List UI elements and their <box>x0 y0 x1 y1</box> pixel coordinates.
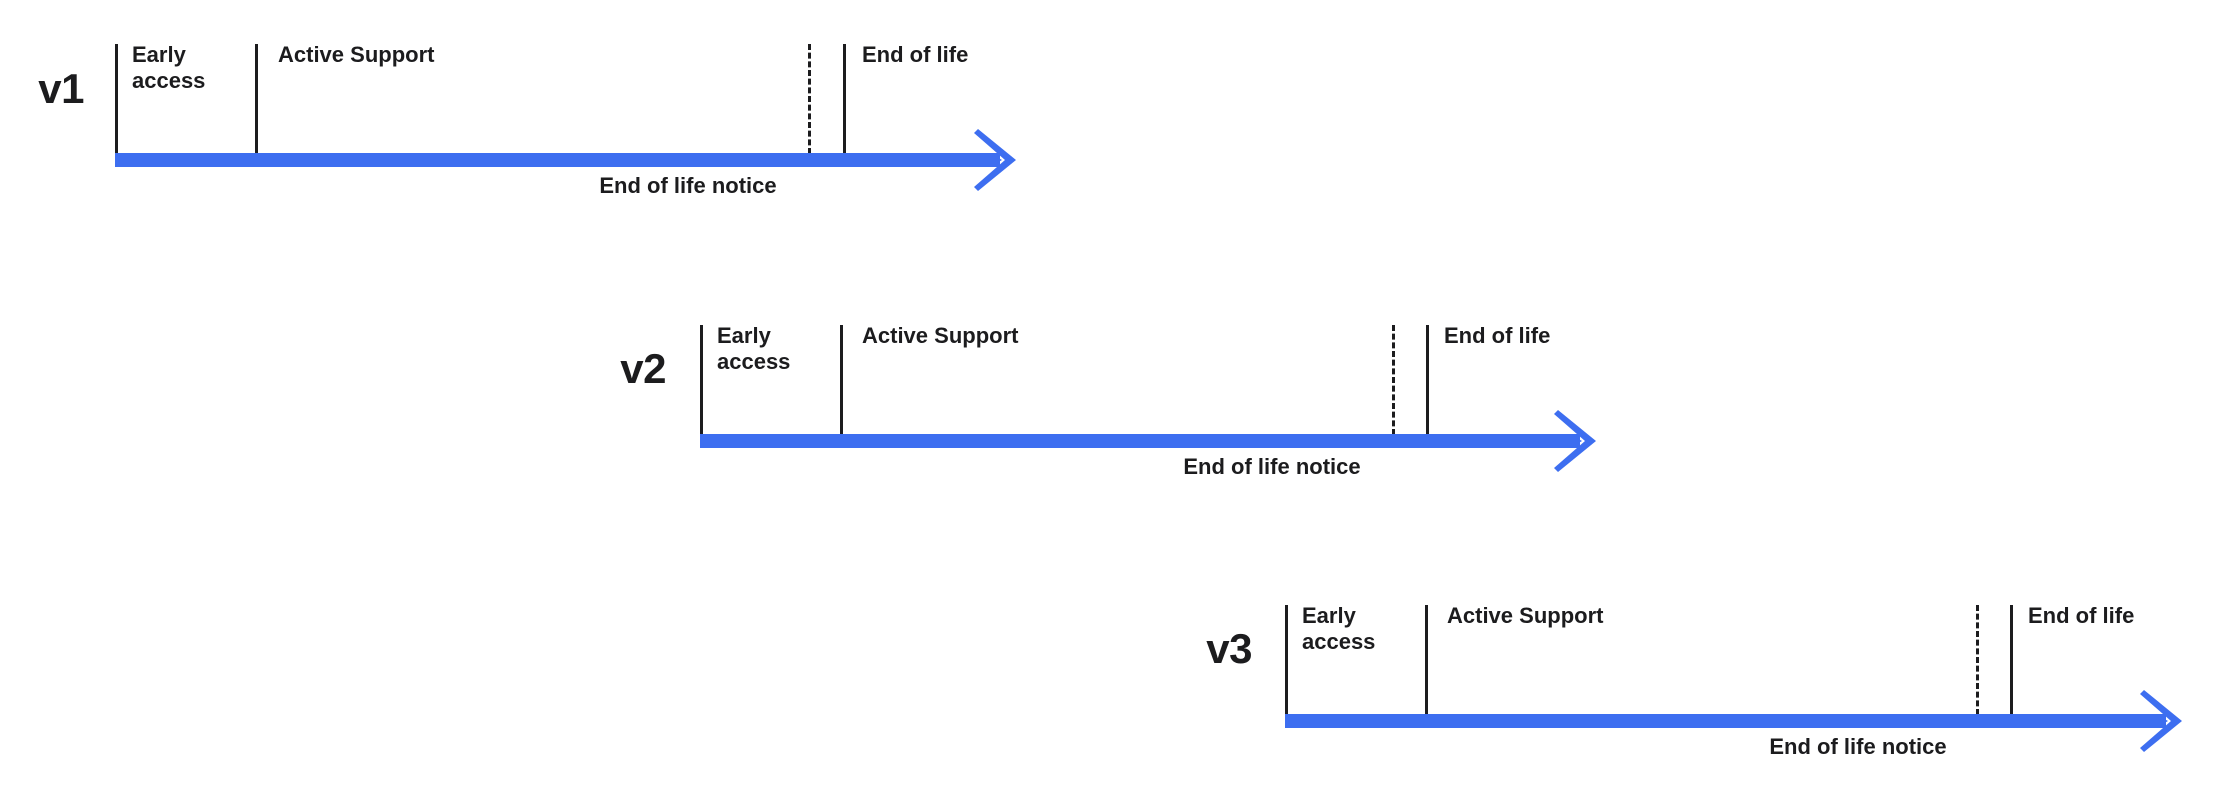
tick-early-access-start-v1 <box>115 44 118 154</box>
timeline-arrow-track-v2 <box>700 434 1580 448</box>
timeline-arrow-track-v3 <box>1285 714 2166 728</box>
version-label-v2: v2 <box>620 345 666 392</box>
timeline-arrow-head-v1 <box>972 129 1018 191</box>
version-label-v1: v1 <box>38 65 84 112</box>
tick-active-support-start-v1 <box>255 44 258 154</box>
notice-label-v1: End of life notice <box>599 173 777 198</box>
phase-label-early-access-v3: Early access <box>1302 603 1376 654</box>
phase-label-active-support-v2: Active Support <box>862 323 1019 348</box>
phase-label-end-of-life-v1: End of life <box>862 42 969 67</box>
tick-end-of-life-notice-start-v1 <box>808 44 811 154</box>
phase-label-end-of-life-v3: End of life <box>2028 603 2135 628</box>
tick-end-of-life-notice-start-v3 <box>1976 605 1979 715</box>
phase-label-early-access-v2: Early access <box>717 323 791 374</box>
phase-label-active-support-v1: Active Support <box>278 42 435 67</box>
timeline-arrow-track-v1 <box>115 153 1000 167</box>
phase-label-active-support-v3: Active Support <box>1447 603 1604 628</box>
phase-label-end-of-life-v2: End of life <box>1444 323 1551 348</box>
timeline-arrow-head-v3 <box>2138 690 2184 752</box>
tick-end-of-life-start-v3 <box>2010 605 2013 715</box>
version-label-v3: v3 <box>1206 625 1252 672</box>
notice-label-v3: End of life notice <box>1769 734 1947 759</box>
timeline-arrow-head-v2 <box>1552 410 1598 472</box>
tick-early-access-start-v3 <box>1285 605 1288 715</box>
tick-active-support-start-v2 <box>840 325 843 435</box>
tick-active-support-start-v3 <box>1425 605 1428 715</box>
tick-end-of-life-start-v1 <box>843 44 846 154</box>
tick-early-access-start-v2 <box>700 325 703 435</box>
tick-end-of-life-start-v2 <box>1426 325 1429 435</box>
phase-label-early-access-v1: Early access <box>132 42 206 93</box>
tick-end-of-life-notice-start-v2 <box>1392 325 1395 435</box>
notice-label-v2: End of life notice <box>1183 454 1361 479</box>
